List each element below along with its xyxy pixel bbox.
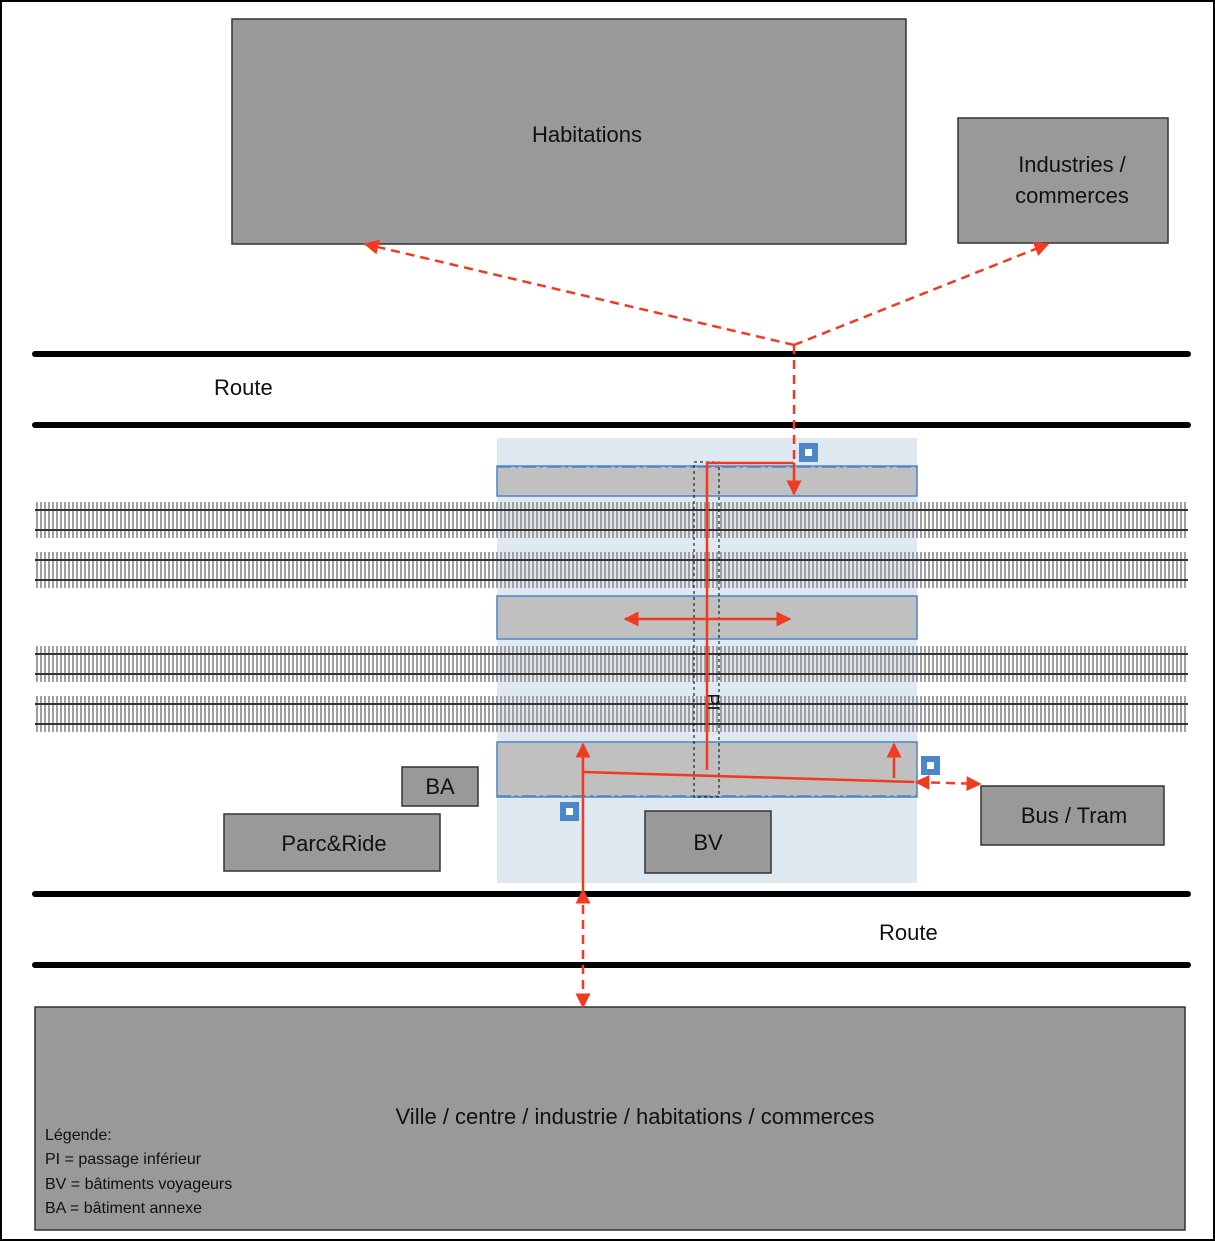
arrow-to-industries bbox=[793, 242, 1050, 347]
bus-stop-icon bbox=[921, 756, 940, 775]
underpass-label: PI bbox=[702, 693, 722, 710]
bv-label: BV bbox=[693, 830, 723, 855]
commerces-label: commerces bbox=[1015, 183, 1129, 208]
industries-label: Industries / bbox=[1018, 152, 1126, 177]
bus-tram-label: Bus / Tram bbox=[1021, 803, 1127, 828]
top-road: Route bbox=[32, 351, 1191, 428]
track-3 bbox=[35, 646, 1188, 682]
legend-item: BV = bâtiments voyageurs bbox=[45, 1176, 232, 1193]
top-road-label: Route bbox=[214, 375, 273, 400]
habitations-block: Habitations bbox=[231, 18, 907, 245]
track-4 bbox=[35, 696, 1188, 732]
flow-arrows bbox=[363, 239, 1050, 1009]
bottom-road-label: Route bbox=[879, 920, 938, 945]
legend-item: BA = bâtiment annexe bbox=[45, 1200, 202, 1217]
legend: Légende: PI = passage inférieur BV = bât… bbox=[45, 1127, 232, 1217]
bus-tram-block: Bus / Tram bbox=[980, 785, 1165, 846]
arrow-to-bus-tram bbox=[914, 774, 982, 792]
industries-block: Industries / commerces bbox=[957, 117, 1169, 244]
ba-block: BA bbox=[401, 766, 479, 807]
bottom-road: Route bbox=[32, 891, 1191, 968]
ville-block: Ville / centre / industrie / habitations… bbox=[34, 1006, 1186, 1231]
track-1 bbox=[35, 502, 1188, 538]
track-2 bbox=[35, 552, 1188, 588]
arrow-to-habitations bbox=[363, 239, 795, 347]
bus-stop-icon bbox=[799, 443, 818, 462]
ville-label: Ville / centre / industrie / habitations… bbox=[396, 1104, 875, 1129]
underpass-path bbox=[705, 461, 794, 770]
ba-label: BA bbox=[425, 774, 455, 799]
habitations-label: Habitations bbox=[532, 122, 642, 147]
parc-ride-block: Parc&Ride bbox=[223, 813, 441, 872]
south-platform-path bbox=[582, 770, 915, 784]
legend-title: Légende: bbox=[45, 1127, 112, 1144]
bus-stop-icon bbox=[560, 802, 579, 821]
parc-ride-label: Parc&Ride bbox=[281, 831, 386, 856]
legend-item: PI = passage inférieur bbox=[45, 1151, 202, 1168]
bv-block: BV bbox=[644, 810, 772, 874]
